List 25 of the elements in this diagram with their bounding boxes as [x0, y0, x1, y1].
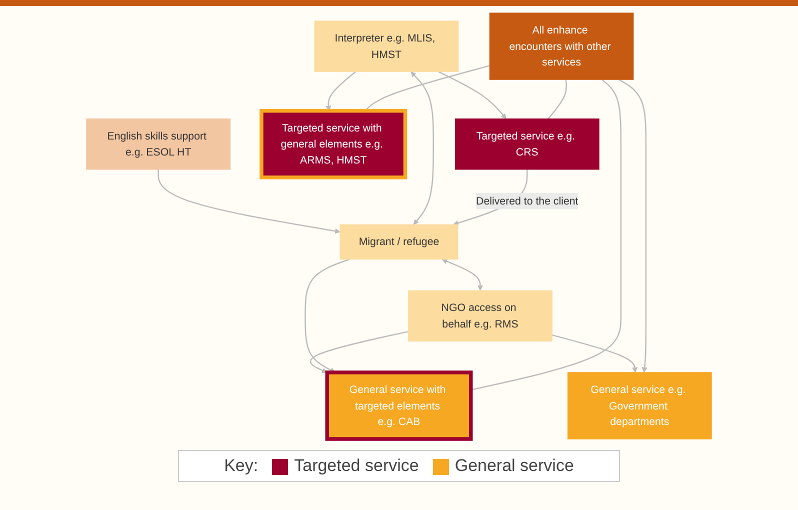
node-box: Targeted service e.g. CRS: [454, 118, 600, 170]
arrow: [158, 169, 340, 234]
edge-label: Delivered to the client: [476, 194, 578, 207]
connector: [364, 65, 490, 112]
arrow: [618, 79, 648, 373]
node-box: NGO access on behalf e.g. RMS: [408, 290, 552, 342]
connector: [470, 79, 622, 390]
node-box: Migrant / refugee: [340, 224, 458, 260]
arrow: [326, 71, 356, 112]
arrow: [304, 258, 350, 373]
node-box: English skills support e.g. ESOL HT: [86, 118, 231, 170]
legend-label: Targeted service: [294, 456, 419, 475]
node-box: General service with targeted elements e.g. CAB: [325, 370, 473, 441]
arrow: [442, 258, 483, 291]
node-box: Interpreter e.g. MLIS, HMST: [314, 20, 459, 72]
arrow: [410, 72, 434, 225]
connector: [548, 80, 568, 120]
node-box: General service e.g. Government departments: [567, 372, 712, 440]
legend-label: General service: [454, 456, 574, 475]
arrow: [552, 334, 638, 373]
arrow: [310, 330, 408, 374]
node-box: Targeted service with general elements e.g. ARMS, HMST: [260, 108, 408, 180]
arrow: [438, 71, 506, 120]
node-box: All enhance encounters with other services: [489, 12, 634, 80]
legend-title: Key:: [224, 456, 258, 476]
